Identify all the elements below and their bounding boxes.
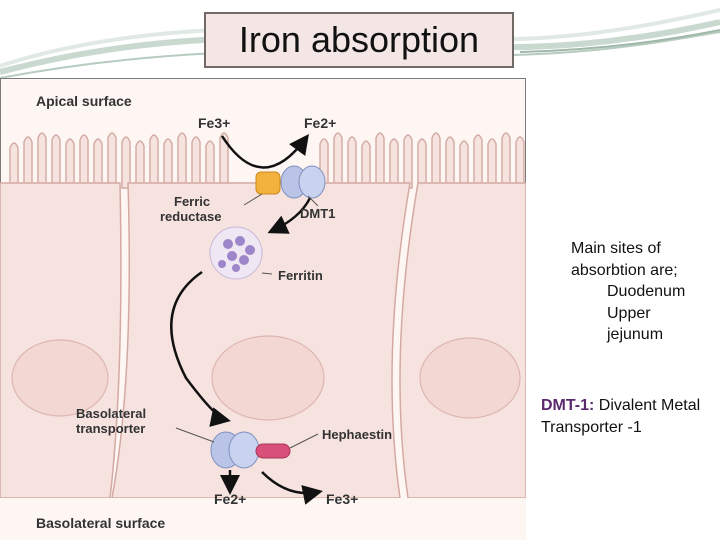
basolateral-transporter-line1: Basolateral <box>76 406 146 421</box>
dmt1-protein-right <box>298 165 326 199</box>
basolateral-surface-label: Basolateral surface <box>36 515 165 531</box>
diagram-svg: Apical surface Fe3+ Fe2+ Ferric reductas… <box>0 78 527 540</box>
nuclei <box>11 335 521 421</box>
fe2-bottom-label: Fe2+ <box>214 491 246 507</box>
dmt1-label: DMT1 <box>300 206 335 221</box>
fe3-bottom-label: Fe3+ <box>326 491 358 507</box>
basolateral-transporter-right <box>228 431 260 469</box>
sites-heading-line1: Main sites of <box>571 240 661 257</box>
fe3-top-label: Fe3+ <box>198 115 230 131</box>
title-box: Iron absorption <box>204 12 514 68</box>
basolateral-transporter-line2: transporter <box>76 421 145 436</box>
fe3-to-fe2-arrow <box>220 133 309 169</box>
dmt1-definition-note: DMT-1: Divalent Metal Transporter -1 <box>541 395 716 438</box>
sites-heading-line2: absorbtion are; <box>571 261 678 279</box>
dmt1-term: DMT-1: <box>541 397 595 414</box>
basolateral-space <box>0 498 526 540</box>
site-upper: Upper <box>607 304 651 322</box>
epithelial-cells <box>0 182 527 540</box>
nucleus-right <box>419 337 521 419</box>
dmt1-to-ferritin-arrow <box>267 197 312 234</box>
absorption-sites-note: Main sites of absorbtion are; Duodenum U… <box>571 238 685 346</box>
site-duodenum: Duodenum <box>607 283 686 300</box>
hephaestin-protein <box>255 443 291 459</box>
site-jejunum: jejunum <box>607 326 664 343</box>
fe2-to-fe3-arrow <box>261 471 323 505</box>
hephaestin-label: Hephaestin <box>322 427 392 442</box>
iron-pathway-arrows <box>170 133 323 505</box>
microvilli <box>9 132 525 189</box>
apical-surface-label: Apical surface <box>36 93 132 109</box>
ferritin-to-basolateral-arrow <box>170 270 231 427</box>
ferritin-label: Ferritin <box>278 268 323 283</box>
ferritin-dots <box>218 236 255 272</box>
iron-absorption-diagram: Apical surface Fe3+ Fe2+ Ferric reductas… <box>0 78 527 540</box>
ferric-reductase-protein <box>255 171 281 195</box>
slide-title: Iron absorption <box>238 19 480 60</box>
nucleus-left <box>11 339 109 417</box>
nucleus-center <box>211 335 325 421</box>
fe2-top-label: Fe2+ <box>304 115 336 131</box>
leader-lines <box>175 193 319 449</box>
ferric-label-line1: Ferric <box>174 194 210 209</box>
ferric-label-line2: reductase <box>160 209 221 224</box>
dmt1-definition: Divalent Metal Transporter -1 <box>541 397 701 436</box>
